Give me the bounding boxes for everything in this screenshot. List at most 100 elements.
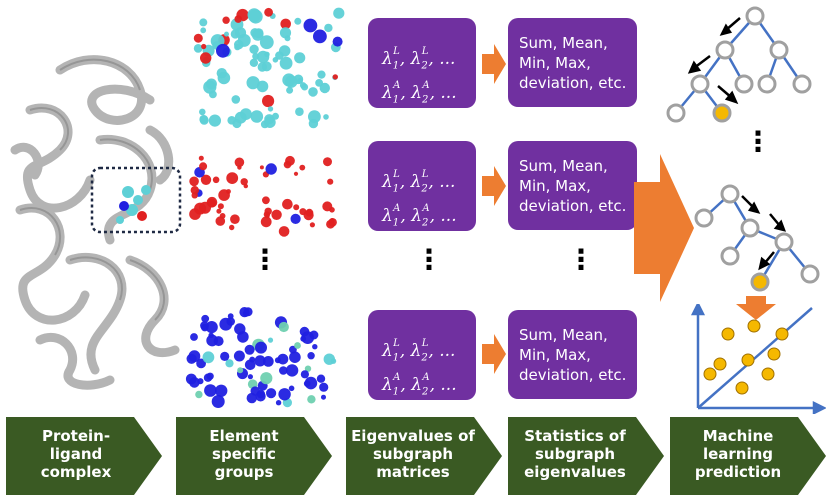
atom <box>330 358 337 364</box>
statistics-line: deviation, etc. <box>519 74 627 92</box>
atom <box>264 207 272 215</box>
protein-ribbon-image <box>10 55 182 390</box>
atom <box>218 189 230 201</box>
atom <box>308 118 319 129</box>
stage-label-statistics: Statistics of subgraph eigenvalues <box>524 427 626 481</box>
atom <box>189 176 199 187</box>
decision-tree <box>666 6 812 123</box>
atom <box>308 87 318 97</box>
atom <box>279 366 288 375</box>
atom <box>271 209 282 220</box>
atom <box>237 367 244 374</box>
stage-chevron-4 <box>508 417 664 495</box>
atom <box>196 358 206 369</box>
atom <box>323 157 332 167</box>
atom <box>200 174 212 185</box>
atom <box>313 29 327 44</box>
atom <box>239 307 250 318</box>
eigenvalue-line-adjacency: λ1A, λ2A, ... <box>382 203 457 229</box>
atom <box>279 56 293 70</box>
statistics-line: Min, Max, <box>519 346 591 364</box>
atom <box>190 186 199 195</box>
atom <box>290 213 301 224</box>
atom <box>202 351 215 364</box>
atom <box>227 313 234 320</box>
atom <box>199 115 209 125</box>
atom <box>216 68 227 79</box>
statistics-line: Sum, Mean, <box>519 34 608 52</box>
atom <box>240 178 248 186</box>
atom <box>193 44 203 53</box>
statistics-box-1: Sum, Mean, Min, Max, deviation, etc. <box>508 18 637 107</box>
atom <box>199 108 206 116</box>
atom <box>315 79 323 87</box>
atom <box>226 172 239 184</box>
atom <box>321 394 326 400</box>
atom <box>189 377 200 388</box>
atom <box>190 333 198 341</box>
atom <box>267 106 274 112</box>
eigenvalue-line-laplacian: λ1L, λ2L, ... <box>382 169 456 195</box>
atom <box>275 51 284 60</box>
atom <box>324 23 333 33</box>
atom <box>307 352 315 360</box>
stage-label-protein-ligand-complex: Protein- ligand complex <box>40 427 112 481</box>
atom <box>294 52 306 64</box>
atom <box>237 33 251 47</box>
atom <box>244 359 256 371</box>
atom <box>260 372 273 385</box>
stage-label-eigenvalues: Eigenvalues of subgraph matrices <box>351 427 475 481</box>
orange-arrow <box>482 334 506 374</box>
eigenvalue-line-adjacency: λ1A, λ2A, ... <box>382 372 457 398</box>
atom <box>260 216 272 228</box>
ellipsis-vertical-eigen: ⋮ <box>415 243 443 276</box>
atom <box>293 204 300 211</box>
atom <box>332 36 343 47</box>
atom <box>327 178 334 185</box>
atom <box>233 350 245 362</box>
atom <box>216 208 222 214</box>
atom <box>299 164 306 171</box>
atom-cloud-red <box>189 155 337 237</box>
atom <box>199 162 208 171</box>
atom <box>286 86 294 94</box>
atom <box>200 52 212 64</box>
atom <box>262 196 270 205</box>
atom <box>288 385 295 392</box>
ellipsis-vertical-groups: ⋮ <box>251 243 279 276</box>
atom <box>215 384 228 397</box>
atom <box>203 373 213 382</box>
atom <box>244 344 255 355</box>
atom <box>256 50 270 64</box>
atom <box>208 114 221 127</box>
eigenvalue-box-2: λ1L, λ2L, ... λ1A, λ2A, ... <box>368 141 476 231</box>
atom <box>294 342 301 349</box>
atom <box>300 335 307 342</box>
atom <box>194 202 207 215</box>
stage-chevron-3 <box>346 417 502 495</box>
atom <box>186 353 197 364</box>
atom <box>195 390 203 399</box>
ellipsis-vertical-stats: ⋮ <box>567 243 595 276</box>
atom <box>285 155 295 166</box>
eigenvalue-box-1: λ1L, λ2L, ... λ1A, λ2A, ... <box>368 18 476 108</box>
atom <box>234 15 242 23</box>
atom <box>317 70 326 79</box>
statistics-line: Sum, Mean, <box>519 157 608 175</box>
statistics-box-2: Sum, Mean, Min, Max, deviation, etc. <box>508 141 637 230</box>
atom <box>246 76 260 90</box>
stage-chevron-2 <box>176 417 332 495</box>
atom <box>329 218 335 224</box>
atom <box>255 341 267 354</box>
atom <box>247 374 253 380</box>
statistics-line: Sum, Mean, <box>519 326 608 344</box>
atom <box>200 27 207 34</box>
atom <box>193 33 203 43</box>
atom <box>299 82 307 89</box>
atom <box>285 364 299 377</box>
atom <box>206 196 218 208</box>
atom <box>205 78 217 90</box>
atom <box>248 9 261 23</box>
atom <box>199 18 208 27</box>
